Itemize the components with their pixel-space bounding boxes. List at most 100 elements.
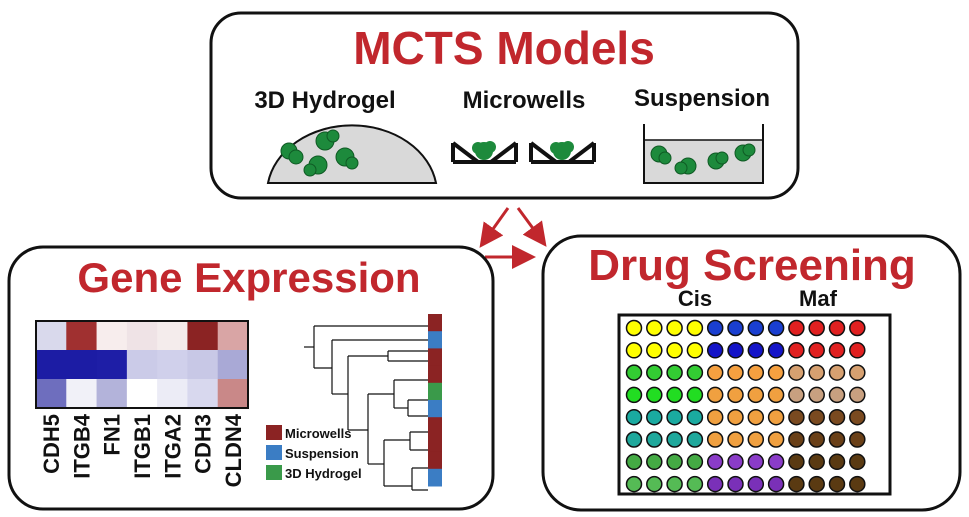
heatmap-cell <box>187 350 219 380</box>
well <box>706 386 724 404</box>
well <box>747 453 765 471</box>
cluster-bar-segment <box>428 348 442 367</box>
heatmap-cell <box>36 379 67 409</box>
drug-screening-panel: Drug Screening Cis Maf <box>541 234 962 512</box>
cluster-bar-segment <box>428 365 442 384</box>
well <box>727 431 744 448</box>
legend-label-microwells: Microwells <box>285 426 351 441</box>
well <box>767 431 785 448</box>
well <box>788 475 805 493</box>
gene-label: ITGB4 <box>69 413 94 479</box>
gene-label: FN1 <box>100 414 125 456</box>
well <box>849 431 866 448</box>
heatmap-cell <box>96 379 128 409</box>
dendrogram <box>304 325 428 491</box>
cluster-bar-segment <box>428 434 442 453</box>
well <box>767 319 785 337</box>
well <box>706 408 724 426</box>
well <box>849 408 866 426</box>
model-label-suspension: Suspension <box>634 85 770 112</box>
drug-screening-title: Drug Screening <box>588 241 916 290</box>
well <box>625 408 643 426</box>
legend: Microwells Suspension 3D Hydrogel <box>266 425 362 481</box>
well <box>646 431 663 448</box>
well <box>686 386 704 404</box>
well <box>646 386 663 404</box>
well <box>828 431 846 448</box>
well <box>727 408 744 426</box>
well <box>788 453 805 471</box>
well <box>747 342 765 359</box>
well <box>788 364 805 381</box>
well <box>828 364 846 381</box>
heatmap-cell <box>157 321 188 351</box>
well <box>747 431 765 448</box>
heatmap-cell <box>36 350 67 380</box>
well <box>625 453 643 471</box>
microwell-icon <box>529 141 596 164</box>
well <box>646 364 663 381</box>
well <box>646 408 663 426</box>
well <box>686 364 704 381</box>
cluster-color-bar <box>428 314 442 487</box>
gene-label: ITGA2 <box>160 414 185 479</box>
well <box>727 475 744 493</box>
well <box>625 342 643 359</box>
cycle-arrows <box>479 207 547 269</box>
gene-expression-title: Gene Expression <box>77 254 420 301</box>
heatmap-cell <box>126 379 158 409</box>
well <box>828 319 846 337</box>
well <box>625 431 643 448</box>
well <box>666 386 683 404</box>
well <box>808 386 825 404</box>
well <box>828 453 846 471</box>
heatmap-cell <box>36 321 67 351</box>
well <box>808 453 825 471</box>
well <box>706 319 724 337</box>
heatmap-cell <box>96 321 128 351</box>
well <box>686 342 704 359</box>
well <box>808 319 825 337</box>
heatmap-cell <box>187 321 219 351</box>
heatmap-cell <box>217 379 249 409</box>
model-label-microwells: Microwells <box>463 87 586 114</box>
well <box>747 386 765 404</box>
well <box>666 319 683 337</box>
legend-label-hydrogel: 3D Hydrogel <box>285 466 362 481</box>
microwell-icon <box>451 141 518 164</box>
well <box>747 319 765 337</box>
well <box>808 475 825 493</box>
well <box>808 408 825 426</box>
well <box>788 408 805 426</box>
well <box>625 364 643 381</box>
wells <box>625 319 866 493</box>
heatmap-cell <box>157 350 188 380</box>
well <box>727 453 744 471</box>
well <box>849 453 866 471</box>
well <box>828 408 846 426</box>
mcts-title: MCTS Models <box>353 22 655 74</box>
well <box>767 364 785 381</box>
heatmap-cell <box>126 350 158 380</box>
legend-swatch-hydrogel <box>266 465 282 480</box>
well <box>747 408 765 426</box>
gene-label: CDH3 <box>191 414 216 474</box>
well <box>625 386 643 404</box>
heatmap-cell <box>66 321 98 351</box>
well <box>666 408 683 426</box>
well <box>686 431 704 448</box>
well <box>727 342 744 359</box>
heatmap <box>36 321 249 409</box>
heatmap-cell <box>96 350 128 380</box>
well <box>706 364 724 381</box>
well <box>849 342 866 359</box>
well <box>625 319 643 337</box>
drug-label-cis: Cis <box>678 286 712 311</box>
drug-label-maf: Maf <box>799 286 838 311</box>
well <box>828 386 846 404</box>
well <box>706 431 724 448</box>
cluster-bar-segment <box>428 331 442 349</box>
well <box>727 364 744 381</box>
